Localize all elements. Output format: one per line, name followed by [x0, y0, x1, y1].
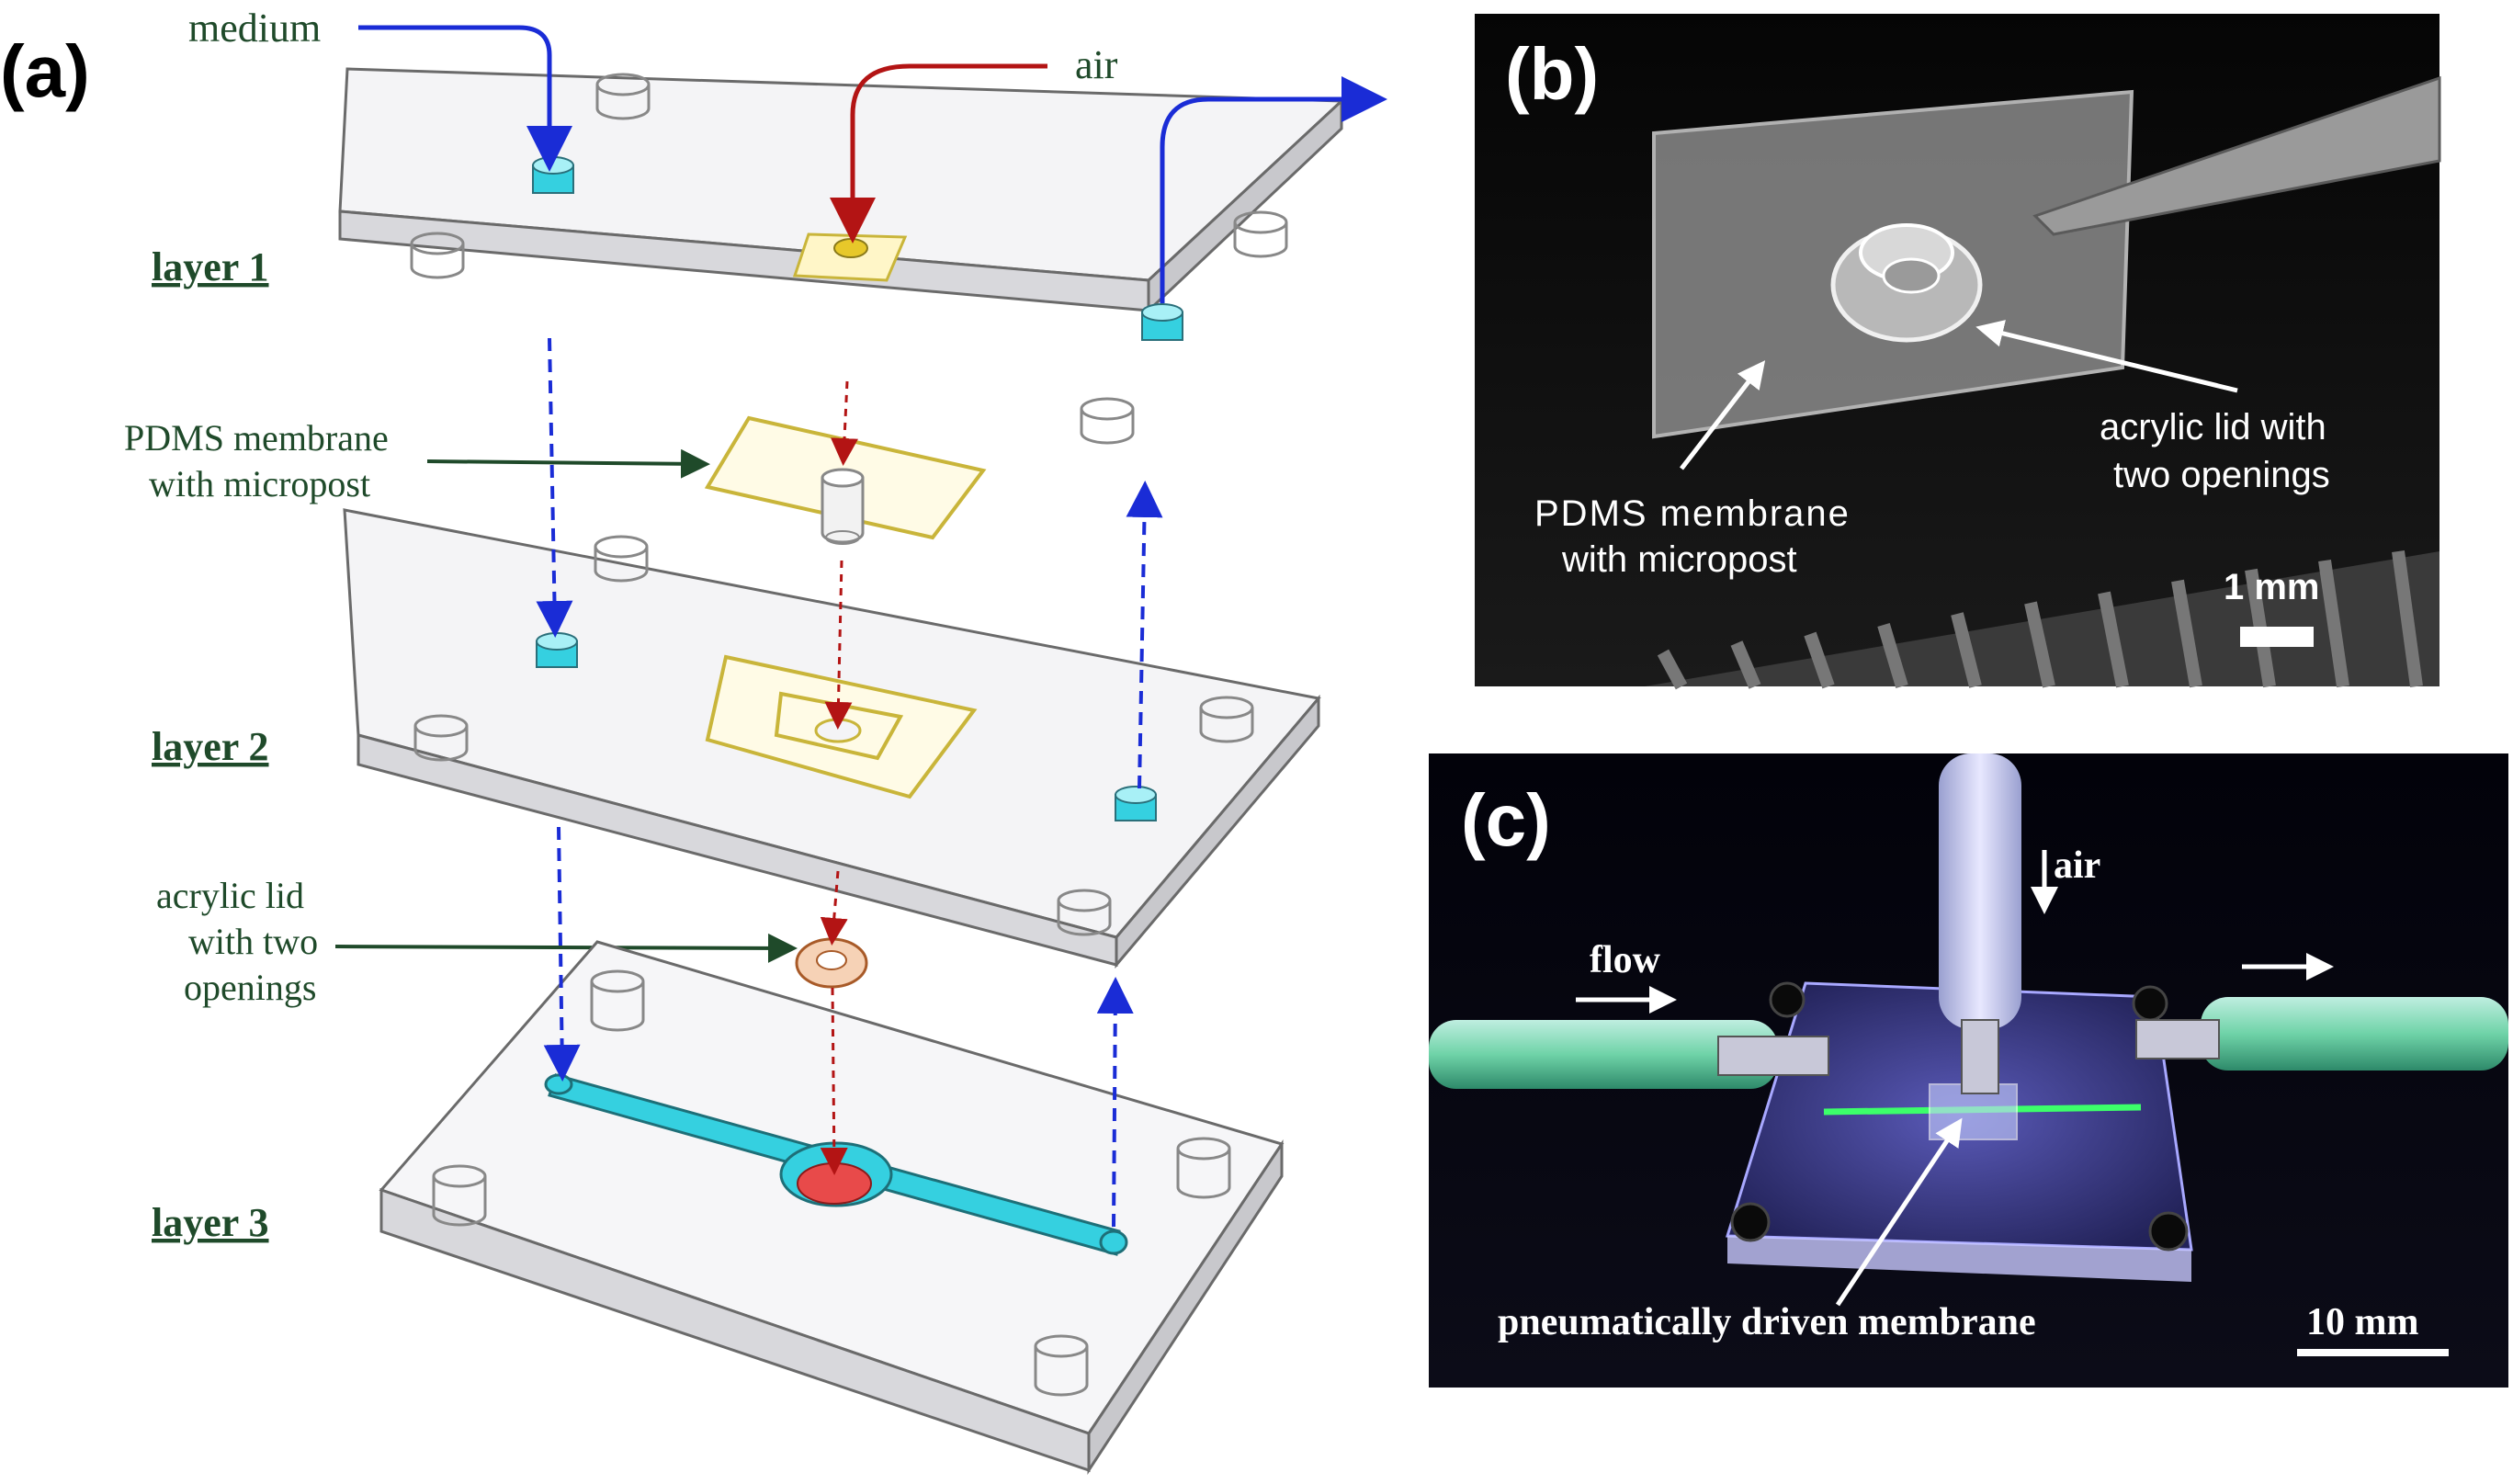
panel-a-label: (a)	[0, 30, 90, 112]
lid-pointer-arrow	[334, 933, 798, 963]
panel-b-stage-ridges	[1645, 550, 2439, 690]
layer3-label: layer 3	[152, 1200, 269, 1245]
air-inlet-arrow	[830, 63, 1047, 244]
acrylic-lid-part	[795, 937, 868, 989]
air-tube	[1939, 753, 2021, 1094]
layer2-plate	[343, 508, 1321, 969]
pdms-pointer-arrow	[426, 448, 710, 479]
panel-c-arrows	[1576, 850, 2334, 1307]
pdms-label-1: PDMS membrane	[124, 417, 389, 459]
panel-b-label: (b)	[1505, 33, 1599, 115]
inlet-tube	[1429, 1020, 1829, 1089]
lid-label-3: openings	[184, 967, 316, 1008]
panel-b-pdms-label-2: with micropost	[1561, 539, 1797, 580]
label-medium: medium	[188, 6, 321, 51]
panel-b: (b) acrylic lid with two openings PDMS m…	[1475, 14, 2441, 690]
panel-b-scale-bar	[2240, 627, 2314, 647]
tweezers	[2032, 75, 2441, 236]
layer1-air-port	[792, 232, 908, 282]
medium-inlet-arrow	[358, 25, 572, 172]
panel-b-lid-label-1: acrylic lid with	[2100, 407, 2326, 447]
panel-c-membrane-label: pneumatically driven membrane	[1498, 1301, 2036, 1343]
lid-label-2: with two	[188, 921, 318, 962]
panel-c-scale-bar	[2297, 1349, 2449, 1356]
panel-c-label: (c)	[1461, 779, 1551, 861]
acrylic-lid-photo	[1830, 223, 1983, 343]
panel-c-flow-label: flow	[1590, 939, 1661, 981]
panel-c: (c) air flow pneumatically driven membra…	[1429, 753, 2508, 1388]
layer1-label: layer 1	[152, 244, 269, 289]
pdms-membrane-part	[704, 415, 987, 545]
layer1-inlet-port	[532, 156, 574, 194]
panel-b-pdms-label-1: PDMS membrane	[1534, 493, 1851, 534]
outlet-tube	[2135, 997, 2508, 1071]
label-air: air	[1075, 42, 1118, 87]
layer2-inlet-port	[536, 632, 578, 668]
pdms-label-2: with micropost	[149, 463, 370, 504]
panel-a: (a)	[0, 6, 1387, 1476]
layer2-outlet-port	[1115, 786, 1157, 821]
panel-c-scale-label: 10 mm	[2306, 1301, 2418, 1343]
alignment-arrows	[536, 337, 1163, 1228]
lid-label-1: acrylic lid	[156, 875, 304, 916]
layer1-outlet-port	[1141, 303, 1183, 341]
panel-b-lid-label-2: two openings	[2113, 455, 2330, 495]
panel-c-air-label: air	[2054, 844, 2100, 887]
panel-b-scale-label: 1 mm	[2224, 567, 2320, 607]
layer1-plate	[338, 67, 1345, 445]
layer2-label: layer 2	[152, 724, 269, 769]
panel-b-arrows	[1680, 320, 2238, 470]
medium-outlet-arrow	[1160, 76, 1387, 303]
culture-chamber	[779, 1141, 893, 1207]
microfluidic-chip	[1725, 981, 2193, 1282]
